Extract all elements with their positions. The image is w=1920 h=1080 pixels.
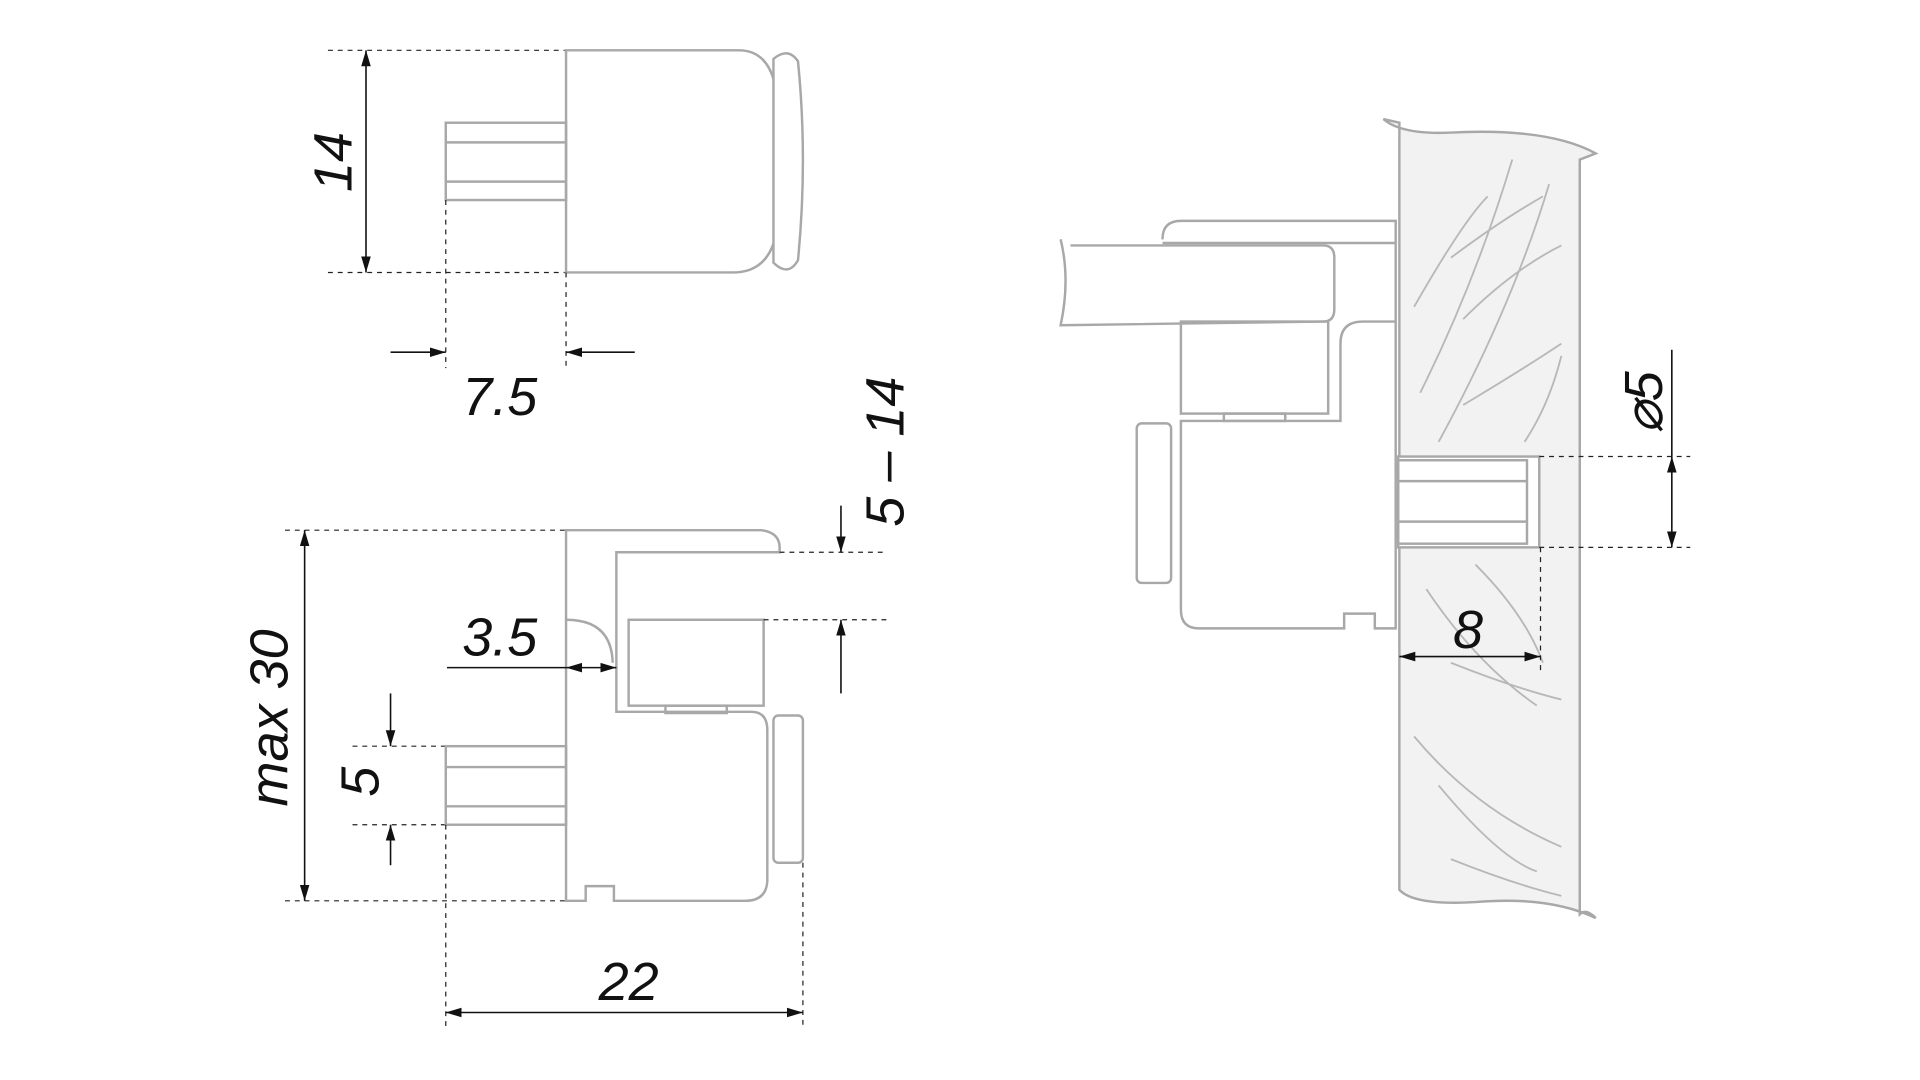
dim-offset: 3.5 (462, 607, 538, 667)
dim-glass-range: 5 – 14 (856, 377, 916, 527)
side-view: max 30 5 3.5 5 – 14 22 (239, 377, 916, 1031)
dim-hole-depth: 8 (1453, 600, 1483, 660)
installed-view: ⌀5 8 (1059, 117, 1691, 920)
dim-depth: 22 (598, 952, 659, 1012)
dim-max-thickness: max 30 (239, 629, 299, 806)
top-view: 14 7.5 (303, 49, 805, 427)
dim-hole-diameter: ⌀5 (1614, 370, 1674, 434)
dim-top-height: 14 (303, 132, 363, 192)
dim-pin-length: 7.5 (462, 367, 538, 427)
dim-pin-diameter: 5 (330, 766, 390, 797)
